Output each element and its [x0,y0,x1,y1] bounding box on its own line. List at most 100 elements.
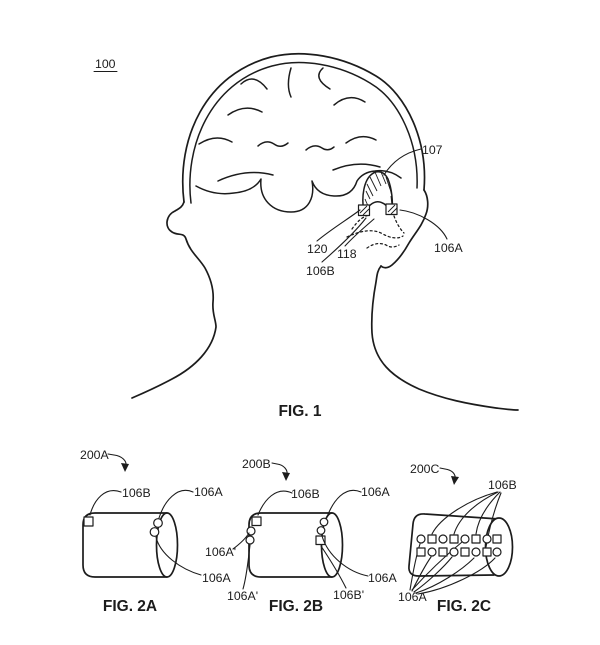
leader-120 [316,209,361,242]
arrowhead [121,463,129,472]
figure-1: 100 107 120 118 106B 106A FIG. 1 [93,52,519,420]
leader-106B [453,491,499,535]
ref-200B-dash [271,462,278,465]
sulcus-line [287,67,292,98]
dotted-line [351,214,371,230]
electrode-circle-106A [471,547,481,557]
earbud-device [357,170,398,217]
electrode-square-106B [438,547,448,557]
ref-200A-dash [107,453,115,456]
dotted-line [366,242,400,249]
head-outer-outline [181,52,426,203]
leader-106B [257,490,293,516]
sulcus-line [257,141,289,147]
fig2c-caption: FIG. 2C [437,598,491,615]
electrode-square-106B [482,547,492,557]
electrode-square-106B-prime [315,535,326,546]
ref-label-106A-prime-left: 106A' [205,545,236,559]
fig2b-caption: FIG. 2B [269,598,323,615]
fig2a-caption: FIG. 2A [103,598,157,615]
leader-106A [413,556,453,593]
sulcus-line [227,107,263,116]
ref-label-106A-prime-bottom: 106A' [227,589,258,603]
leader-106B-prime [320,545,347,589]
ref-label-118: 118 [337,247,357,261]
electrode-circle-106A [492,547,502,557]
electrode-circle-106A-prime [245,535,255,545]
ref-label-106A-bottom: 106A [368,571,398,585]
figure-2b: 200B 106B 106A 106A' 106A' 106B' 106A FI… [205,457,398,615]
ref-label-200B: 200B [242,457,271,471]
sulcus-line [240,78,268,90]
electrode-circle-106A [482,534,492,544]
brain-bottom-edge [195,169,402,213]
electrode-circle-106A [460,534,470,544]
leader-106A-top [326,489,362,518]
dotted-line [346,230,404,239]
leader-106A-prime-left [232,532,250,550]
ref-label-100: 100 [95,57,116,71]
leader-106A [409,543,421,591]
cylinder-2c-body [408,513,500,577]
ref-label-107: 107 [422,143,443,157]
ref-label-106A: 106A [398,590,428,604]
electrode-array-row2 [416,547,502,557]
electrode-square-106B [449,534,459,544]
leader-106B [89,490,122,516]
ref-label-120: 120 [307,242,328,256]
electrode-square-106B [492,534,502,544]
sulcus-line [318,67,331,90]
electrode-circle-106A [153,518,163,528]
leader-118 [344,218,375,247]
right-neck-shoulder [370,265,519,411]
electrode-circle-106A [449,547,459,557]
figure-2c: 200C 106B 106A FIG. 2C [398,462,517,615]
electrode-circle-106A [438,534,448,544]
left-ear-neck-shoulder [131,201,217,399]
electrode-circle-106A [316,526,326,535]
sulcus-line [333,96,366,106]
ref-label-106A-top: 106A [194,485,224,499]
arrowhead [282,472,290,481]
sulcus-line [305,145,335,151]
ref-label-106A: 106A [434,241,464,255]
brain-sulci [198,67,381,182]
leader-106A-top [158,489,194,519]
electrode-circle-106A [427,547,437,557]
electrode-circle-106A [319,517,329,527]
leader-106A [417,557,496,595]
leader-106A-prime-bottom [242,544,251,590]
leader-106B [321,217,367,263]
electrode-square-106B [416,547,426,557]
electrode-square-106B [427,534,437,544]
leader-106A-bottom [155,536,202,576]
electrode-square-106B [471,534,481,544]
figure-2a: 200A 106B 106A 106A FIG. 2A [80,448,232,615]
leader-106B [475,491,501,535]
ref-label-106A-bottom: 106A [202,571,232,585]
electrode-square-106B [83,516,94,527]
electrode-106A [385,203,398,216]
ref-label-106B-prime: 106B' [333,588,364,602]
fig1-caption: FIG. 1 [278,403,321,420]
ref-label-106B: 106B [488,478,517,492]
dotted-line [393,215,405,234]
sulcus-line [345,135,377,144]
electrode-array-row1 [416,534,502,544]
leader-106A-bottom [321,535,369,577]
ref-label-200C: 200C [410,462,440,476]
cylinder-2a-end-face [155,512,179,578]
right-ear-outline [380,189,429,269]
ref-label-106A-top: 106A [361,485,391,499]
ref-label-106B: 106B [122,486,151,500]
ref-label-200A: 200A [80,448,110,462]
leader-107 [383,148,422,176]
fig2c-leader-lines [409,491,502,595]
sulcus-line [217,171,274,182]
sulcus-line [332,163,381,171]
electrode-circle-106A [149,527,160,537]
electrode-square-106B [251,516,262,527]
cylinder-2b-body [248,512,333,578]
leader-106A [411,541,463,591]
